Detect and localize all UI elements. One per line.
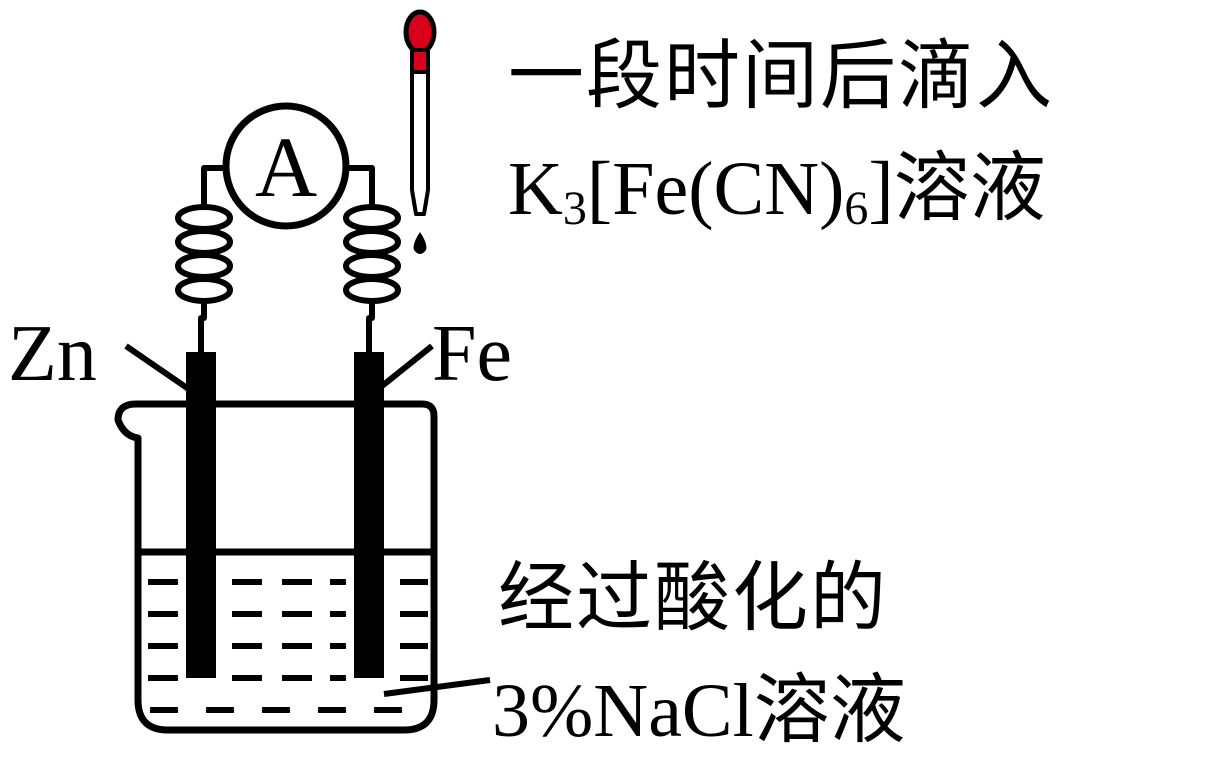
right-coil [343, 204, 401, 304]
solution-dashes [148, 579, 428, 713]
reagent-mid: [Fe(CN) [586, 147, 845, 231]
dropper-caption-line2: K3[Fe(CN)6]溶液 [508, 150, 1046, 233]
fe-leader [380, 343, 434, 389]
reagent-k: K [508, 147, 563, 231]
zn-label: Zn [8, 310, 97, 398]
left-wire-top [201, 165, 226, 206]
dropper-droplet [413, 232, 427, 254]
solution-leader [383, 677, 491, 697]
solution-caption-line1: 经过酸化的 [498, 553, 888, 642]
right-wire-top [344, 165, 375, 206]
right-wire-bottom [366, 302, 375, 352]
reagent-sub-6: 6 [844, 182, 869, 235]
zn-leader [124, 343, 192, 393]
reagent-sub-3: 3 [562, 182, 587, 235]
fe-electrode [354, 352, 384, 678]
ammeter [222, 102, 350, 230]
left-wire-bottom [198, 302, 207, 352]
solution-formula: 3%NaCl [492, 669, 754, 753]
reagent-end: ] [868, 147, 894, 231]
left-coil [175, 204, 233, 304]
wires [198, 165, 375, 352]
beaker [114, 400, 438, 734]
dropper [403, 9, 437, 254]
solution-suffix: 溶液 [753, 665, 906, 754]
dropper-caption-line1: 一段时间后滴入 [508, 31, 1054, 120]
dropper-neck [410, 48, 430, 74]
zn-electrode [186, 352, 216, 678]
dropper-bulb [403, 9, 437, 55]
solution-caption-line2: 3%NaCl溶液 [492, 672, 906, 750]
dropper-tube [410, 70, 430, 216]
ammeter-label: A [255, 119, 317, 215]
fe-label: Fe [432, 310, 512, 398]
reagent-suffix: 溶液 [893, 143, 1046, 232]
beaker-outline [114, 400, 438, 734]
